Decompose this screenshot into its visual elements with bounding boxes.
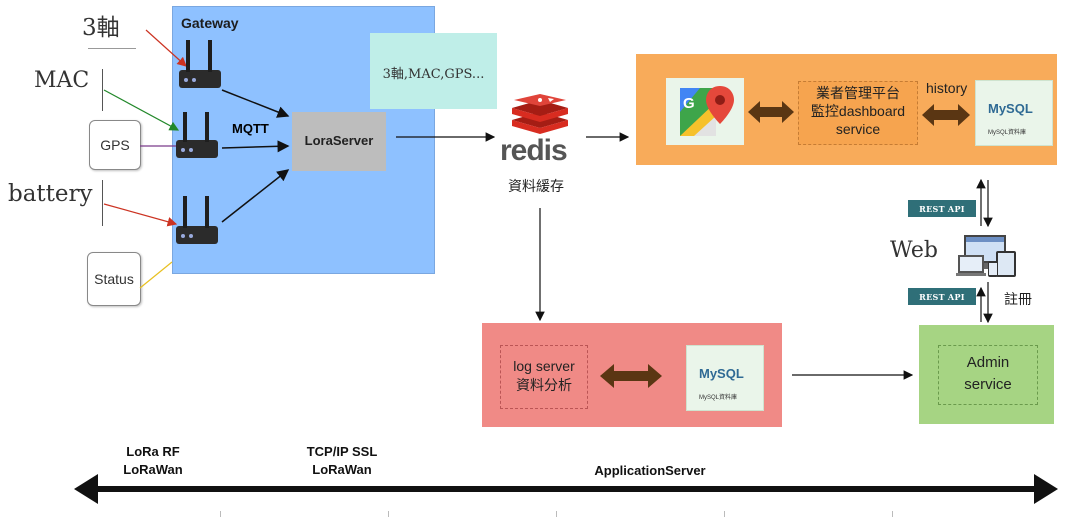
gateway-device-icon [179,40,221,88]
mysql-caption: MySQL資料庫 [699,395,738,401]
gateway-device-icon [176,112,218,158]
dashboard-line2: 監控dashboard [810,103,906,119]
mac-label: MAC [34,68,90,93]
log-server-line1: log server [513,358,575,374]
segment-lora-rf: LoRa RF LoRaWan [98,443,208,479]
segment1-line2: LoRaWan [123,462,183,477]
history-label: history [926,80,968,96]
bottom-timeline-arrow [74,474,1058,504]
double-arrow-icon [600,364,662,388]
svg-text:G: G [683,95,695,112]
double-arrow-icon [748,101,794,123]
web-label: Web [890,238,938,263]
redis-caption: 資料緩存 [508,178,564,194]
dashboard-service: 業者管理平台 監控dashboard service [798,81,918,145]
divider [102,180,103,226]
tick [388,511,389,517]
tick [556,511,557,517]
double-arrow-icon [922,104,970,126]
gps-sensor: GPS [89,120,141,170]
segment1-line1: LoRa RF [126,444,180,459]
payload-note: 3軸,MAC,GPS... [382,67,485,82]
lora-server-box: LoraServer [292,112,386,171]
register-label: 註冊 [1004,291,1032,307]
divider [102,69,103,111]
axis-label: 3軸 [82,15,120,41]
battery-label: battery [8,181,93,207]
status-sensor: Status [87,252,141,306]
tick [724,511,725,517]
mysql-logo: MySQL [699,366,744,381]
mysql-logo: MySQL [988,101,1033,116]
tick [892,511,893,517]
admin-service: Admin service [938,345,1038,405]
payload-note-box: 3軸,MAC,GPS... [370,33,497,109]
dashboard-line3: service [835,121,881,137]
mysql-card-log: MySQL MySQL資料庫 [686,345,764,411]
maps-card: G [666,78,744,145]
redis-icon [512,94,568,134]
web-devices-icon [956,235,1016,277]
rest-api-badge-top: REST API [908,200,976,217]
log-server: log server 資料分析 [500,345,588,409]
redis-logo: redis [500,134,568,167]
sensor-connectors [103,29,187,289]
dashboard-line1: 業者管理平台 [816,85,900,101]
rest-api-badge-bottom: REST API [908,288,976,305]
segment-tcp-ip: TCP/IP SSL LoRaWan [282,443,402,479]
google-maps-icon: G [680,86,734,136]
mysql-card-dashboard: MySQL MySQL資料庫 [975,80,1053,146]
admin-panel [919,325,1054,424]
segment2-line1: TCP/IP SSL [306,444,378,459]
tick [220,511,221,517]
gateway-title: Gateway [181,15,239,31]
mqtt-label: MQTT [232,121,269,136]
admin-line2: service [964,376,1012,393]
mysql-caption: MySQL資料庫 [988,130,1027,136]
gateway-device-icon [176,196,218,244]
segment2-line2: LoRaWan [312,462,372,477]
lora-server-label: LoraServer [304,133,374,148]
log-server-line2: 資料分析 [516,377,572,393]
admin-line1: Admin [966,354,1010,371]
divider [88,48,136,49]
segment-application-server: ApplicationServer [594,463,706,478]
